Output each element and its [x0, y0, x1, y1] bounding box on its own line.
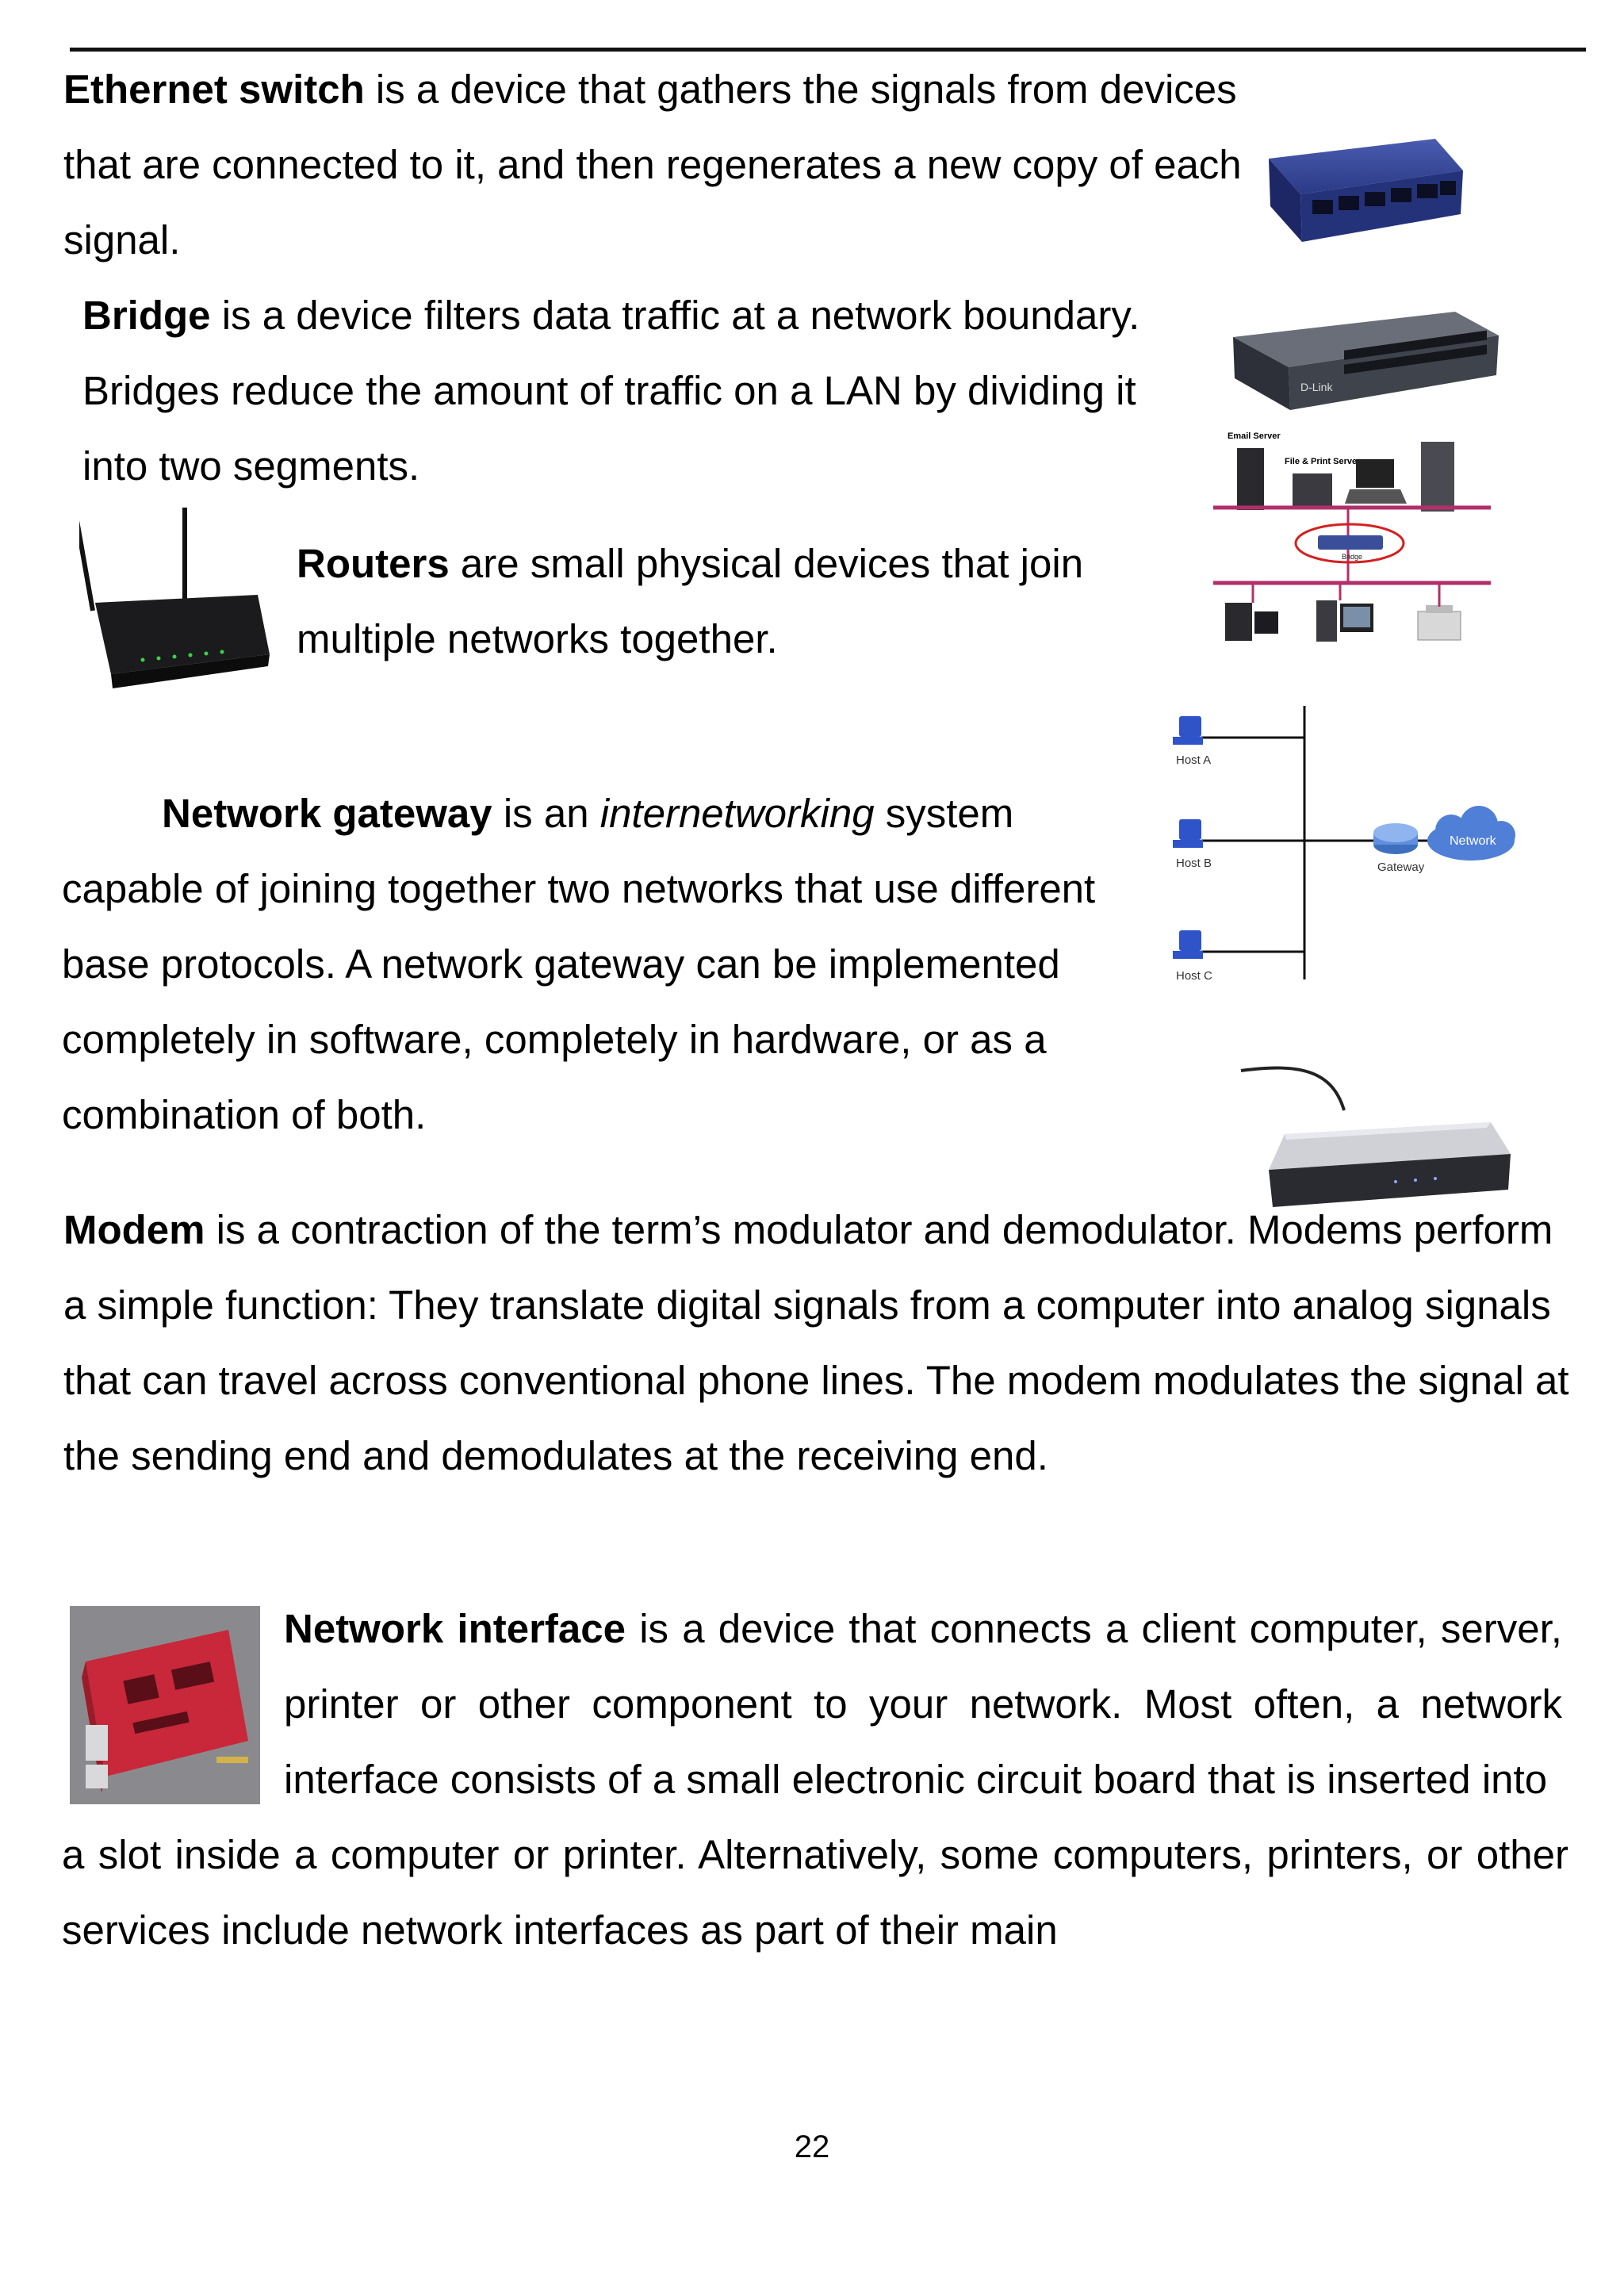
ethernet-switch-term: Ethernet switch	[63, 67, 365, 112]
modem-image	[1237, 1063, 1522, 1213]
host-c-label: Host C	[1176, 969, 1212, 983]
host-b-label: Host B	[1176, 857, 1212, 870]
ethernet-switch-text: is a device that gathers the signals fro…	[63, 67, 1242, 263]
file-server-icon	[1293, 473, 1332, 508]
bridge-paragraph: Bridge is a device filters data traffic …	[82, 278, 1208, 504]
modem-cable	[1240, 1066, 1346, 1111]
network-cloud-icon	[1427, 806, 1515, 861]
routers-paragraph: Routers are small physical devices that …	[297, 526, 1193, 677]
email-server-icon	[1237, 448, 1264, 510]
network-interface-term: Network interface	[284, 1606, 626, 1651]
bridge-highlight-ellipse	[1294, 523, 1405, 564]
bridge-term: Bridge	[82, 293, 211, 338]
network-gateway-text-b: system capable of joining together two n…	[62, 791, 1096, 1137]
gateway-router-icon	[1373, 823, 1418, 854]
printer-icon	[1417, 605, 1461, 641]
modem-paragraph: Modem is a contraction of the term’s mod…	[63, 1192, 1570, 1493]
network-gateway-text-a: is an	[492, 791, 600, 836]
host-a-icon	[1173, 716, 1203, 745]
rack-server-icon	[1421, 442, 1454, 512]
bridge-device-label: Bridge	[1342, 553, 1362, 561]
top-rule	[70, 48, 1586, 52]
email-server-label: Email Server	[1228, 431, 1281, 441]
gateway-diagram: Host A Host B Host C Gateway Network	[1162, 702, 1534, 995]
routers-term: Routers	[297, 541, 450, 586]
page-number: 22	[794, 2129, 830, 2164]
host-b-icon	[1173, 819, 1203, 848]
network-interface-paragraph-top: Network interface is a device that conne…	[284, 1591, 1562, 1817]
file-print-server-label: File & Print Server	[1285, 457, 1361, 466]
workstation-icon	[1316, 600, 1373, 642]
modem-text: is a contraction of the term’s modulator…	[63, 1207, 1569, 1478]
desktop-computer-icon	[1225, 603, 1278, 641]
modem-term: Modem	[63, 1207, 205, 1252]
bridge-network-diagram: Email Server File & Print Server Bridge	[1213, 424, 1499, 662]
network-gateway-term: Network gateway	[162, 791, 492, 836]
bridge-switch-image: D-Link	[1225, 305, 1503, 416]
routers-text: are small physical devices that join mul…	[297, 541, 1084, 661]
network-cloud-label: Network	[1450, 834, 1497, 848]
internetworking-word: internetworking	[599, 791, 875, 836]
router-antenna-right	[182, 508, 187, 607]
network-interface-card-image	[70, 1606, 260, 1804]
ethernet-switch-paragraph: Ethernet switch is a device that gathers…	[63, 52, 1253, 278]
laptop-icon	[1345, 459, 1407, 504]
bridge-text: is a device filters data traffic at a ne…	[82, 293, 1140, 489]
network-gateway-paragraph: Network gateway is an internetworking sy…	[62, 776, 1101, 1152]
host-c-icon	[1173, 930, 1203, 959]
network-interface-text: is a device that connects a client compu…	[284, 1606, 1562, 1802]
router-image	[74, 508, 278, 698]
host-a-label: Host A	[1176, 753, 1211, 767]
ethernet-switch-image	[1253, 127, 1475, 254]
network-interface-paragraph-continued: a slot inside a computer or printer. Alt…	[62, 1832, 1568, 1953]
bridge-device-icon	[1318, 535, 1383, 550]
gateway-label: Gateway	[1377, 861, 1425, 874]
dlink-brand-label: D-Link	[1300, 381, 1333, 393]
router-antenna-left	[74, 516, 95, 611]
